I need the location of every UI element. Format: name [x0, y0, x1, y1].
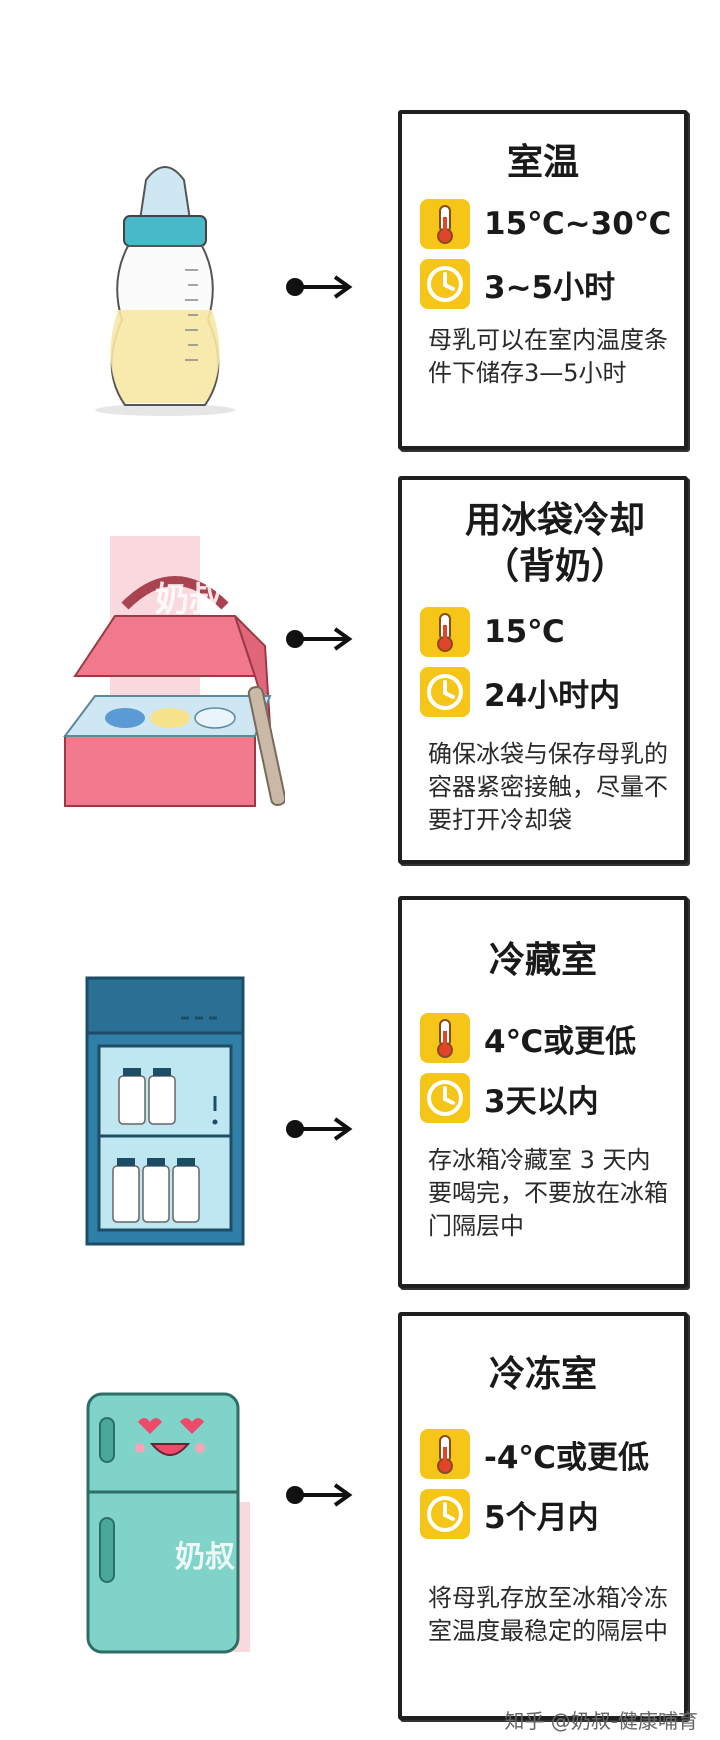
clock-icon [420, 1489, 470, 1539]
info-card-freezer: 冷冻室 -4℃或更低 5个月内 将母乳存放至冰箱冷冻室温度最稳定的隔层中 [398, 1312, 688, 1720]
storage-description: 存冰箱冷藏室 3 天内要喝完，不要放在冰箱门隔层中 [428, 1146, 668, 1240]
temperature-row: 15℃~30℃ [420, 196, 671, 252]
temperature-value: 15℃ [484, 614, 565, 650]
card-title: 冷冻室 [488, 1354, 597, 1395]
info-card-refrigerator: 冷藏室 4℃或更低 3天以内 存冰箱冷藏室 3 天内要喝完，不要放在冰箱门隔层中 [398, 896, 688, 1288]
clock-icon [420, 1073, 470, 1123]
clock-icon [420, 667, 470, 717]
temperature-value: 15℃~30℃ [484, 206, 672, 242]
storage-description: 将母乳存放至冰箱冷冻室温度最稳定的隔层中 [428, 1584, 668, 1645]
arrow-right-icon [286, 275, 353, 299]
duration-row: 3~5小时 [420, 256, 615, 312]
clock-icon [420, 259, 470, 309]
baby-bottle-icon [95, 166, 235, 416]
cooler-bag-icon: 奶叔 [63, 536, 285, 807]
temperature-value: 4℃或更低 [484, 1023, 637, 1060]
arrow-right-icon [286, 1117, 353, 1141]
freezer-icon: 奶叔 [86, 1392, 250, 1654]
storage-description: 确保冰袋与保存母乳的容器紧密接触，尽量不要打开冷却袋 [428, 740, 668, 834]
card-title: 用冰袋冷却（背奶） [464, 500, 645, 587]
duration-row: 5个月内 [420, 1486, 599, 1542]
section-room-temperature: 室温 15℃~30℃ 3~5小时 母乳可以在室内温度条件下储存3—5小时 [0, 100, 720, 460]
watermark-stamp-text: 奶叔 [175, 1540, 235, 1575]
duration-row: 24小时内 [420, 664, 620, 720]
arrow-right-icon [286, 1483, 353, 1507]
card-title: 室温 [506, 142, 579, 183]
temperature-row: 4℃或更低 [420, 1010, 636, 1066]
thermometer-icon [420, 1013, 470, 1063]
thermometer-icon [420, 607, 470, 657]
section-refrigerator: 冷藏室 4℃或更低 3天以内 存冰箱冷藏室 3 天内要喝完，不要放在冰箱门隔层中 [0, 896, 720, 1296]
thermometer-icon [420, 199, 470, 249]
info-card-ice-pack: 用冰袋冷却（背奶） 15℃ 24小时内 确保冰袋与保存母乳的容器紧密接触，尽量不… [398, 476, 688, 864]
refrigerator-icon [85, 976, 245, 1246]
duration-value: 24小时内 [484, 677, 621, 714]
section-ice-pack: 奶叔 用冰袋冷却（背奶） 15℃ 24小时内 确保冰袋与保存母乳的容器紧密接触，… [0, 476, 720, 871]
duration-value: 3天以内 [484, 1083, 599, 1120]
temperature-row: -4℃或更低 [420, 1426, 649, 1482]
card-title: 冷藏室 [488, 940, 597, 981]
duration-value: 3~5小时 [484, 269, 616, 306]
duration-row: 3天以内 [420, 1070, 599, 1126]
arrow-right-icon [286, 627, 353, 651]
temperature-row: 15℃ [420, 604, 565, 660]
info-card-room-temperature: 室温 15℃~30℃ 3~5小时 母乳可以在室内温度条件下储存3—5小时 [398, 110, 688, 450]
source-watermark: 知乎 @奶叔-健康哺育 [504, 1709, 698, 1733]
temperature-value: -4℃或更低 [484, 1439, 649, 1476]
storage-description: 母乳可以在室内温度条件下储存3—5小时 [428, 326, 668, 387]
thermometer-icon [420, 1429, 470, 1479]
section-freezer: 奶叔 冷冻室 -4℃或更低 5个月内 将母乳存放至冰箱冷冻室温度最稳定的隔层中 [0, 1312, 720, 1732]
watermark-stamp-text: 奶叔 [155, 580, 223, 620]
duration-value: 5个月内 [484, 1499, 599, 1536]
